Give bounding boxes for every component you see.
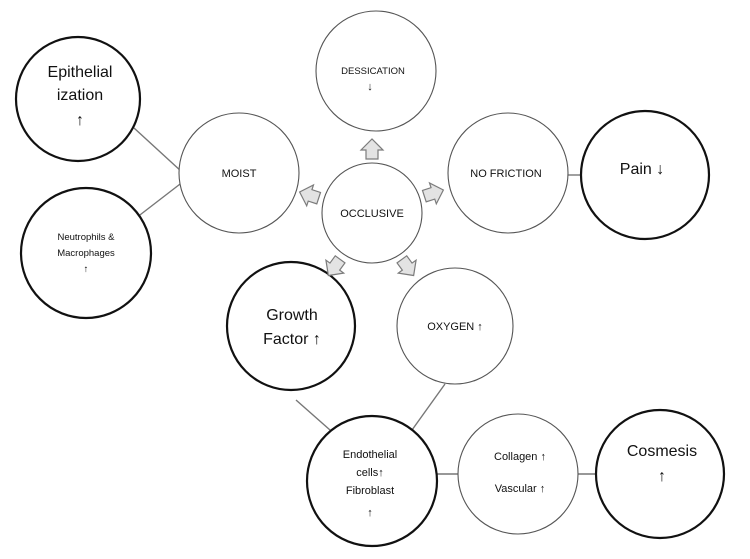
occlusive-label: OCCLUSIVE: [340, 208, 404, 220]
connector-lines: [133, 127, 597, 475]
growth-factor-label-2: Factor ↑: [263, 331, 321, 348]
no-friction-label: NO FRICTION: [470, 168, 542, 180]
arrow-down-left-icon: [325, 254, 346, 277]
neutrophils-label-2: Macrophages: [57, 248, 115, 259]
epithelialization-label-1: Epithelial: [48, 64, 113, 81]
connector-epithelialization-moist: [133, 127, 183, 173]
endothelial-label-2: cells↑: [356, 467, 384, 479]
cosmesis-label-2: ↑: [658, 468, 666, 485]
dessication-label: DESSICATION: [341, 66, 405, 77]
neutrophils-label-1: Neutrophils &: [57, 232, 115, 243]
moist-node: [178, 112, 300, 234]
connector-growthfactor-endothelial: [295, 399, 331, 431]
connector-oxygen-endothelial: [411, 383, 446, 431]
neutrophils-node: [19, 186, 153, 320]
dessication-node: [315, 10, 437, 132]
vascular-label: Vascular ↑: [495, 483, 546, 495]
endothelial-label-4: ↑: [367, 507, 373, 519]
arrow-up-icon: [359, 138, 385, 160]
pain-node: [579, 109, 711, 241]
connector-neutrophils-moist: [135, 180, 185, 219]
endothelial-label-1: Endothelial: [343, 449, 397, 461]
growth-factor-label-1: Growth: [266, 307, 318, 324]
dessication-arrow-label: ↓: [367, 81, 373, 93]
oxygen-label: OXYGEN ↑: [427, 321, 483, 333]
epithelialization-node: [14, 35, 142, 163]
oxygen-node: [396, 267, 514, 385]
neutrophils-label-3: ↑: [84, 264, 89, 275]
epithelialization-label-2: ization: [57, 87, 103, 104]
collagen-label: Collagen ↑: [494, 451, 546, 463]
epithelialization-label-3: ↑: [76, 112, 84, 129]
arrow-right-icon: [421, 181, 445, 206]
no-friction-node: [447, 112, 569, 234]
endothelial-label-3: Fibroblast: [346, 485, 394, 497]
pain-label: Pain ↓: [620, 161, 664, 178]
occlusive-node: [321, 162, 423, 264]
endothelial-node: [305, 414, 439, 548]
cosmesis-node: [594, 408, 726, 540]
arrow-down-right-icon: [396, 254, 417, 277]
growth-factor-node: [225, 260, 357, 392]
arrows: [298, 138, 445, 277]
collagen-vascular-node: [457, 413, 579, 535]
cosmesis-label-1: Cosmesis: [627, 443, 697, 460]
moist-label: MOIST: [222, 168, 257, 180]
arrow-left-icon: [298, 183, 322, 208]
